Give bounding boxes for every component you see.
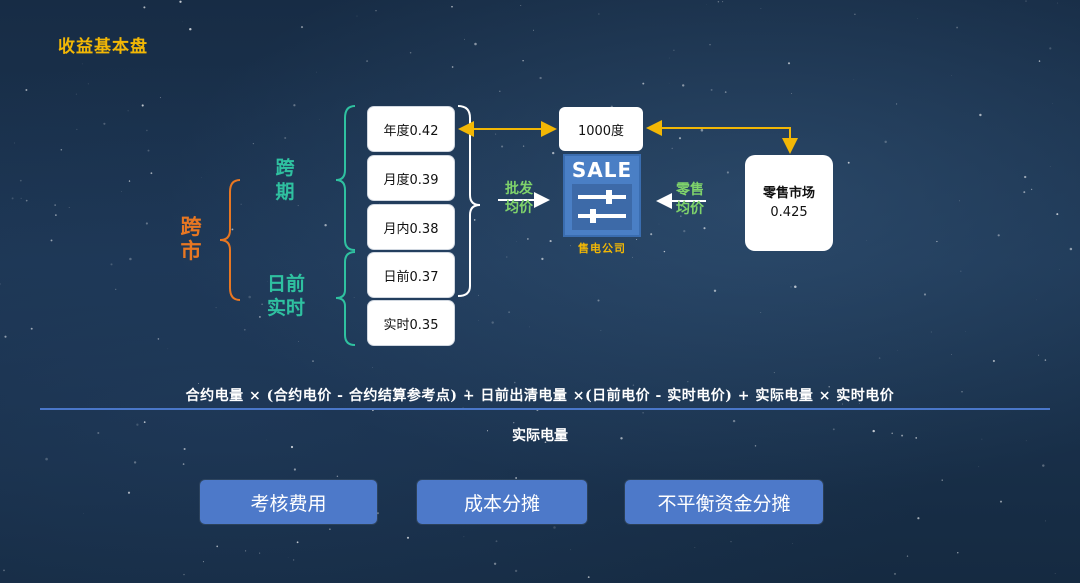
price-monthly-label: 月度0.39	[383, 172, 439, 188]
retail-market-box: 零售市场 0.425	[745, 155, 833, 251]
retail-label-line1: 零售	[676, 182, 704, 198]
price-box-intramonth: 月内0.38	[368, 205, 454, 249]
price-box-annual: 年度0.42	[368, 107, 454, 151]
assessment-fee-label: 考核费用	[250, 492, 327, 515]
page-title: 收益基本盘	[58, 37, 148, 57]
imbalance-fund-allocation-button[interactable]: 不平衡资金分摊	[625, 480, 823, 524]
cost-allocation-label: 成本分摊	[463, 492, 540, 515]
brace-prices-right	[457, 105, 481, 297]
wholesale-label-line2: 均价	[505, 200, 533, 216]
cost-allocation-button[interactable]: 成本分摊	[417, 480, 587, 524]
brace-dayahead-realtime	[335, 251, 356, 346]
retailer-company-label: 售电公司	[578, 242, 626, 255]
category-cross-period-char-2: 期	[275, 181, 295, 203]
category-cross-market: 跨 市	[176, 215, 206, 263]
category-dayahead-label: 日前	[266, 273, 305, 295]
formula-denominator: 实际电量	[512, 428, 568, 444]
category-cross-market-char-2: 市	[180, 239, 202, 263]
assessment-fee-button[interactable]: 考核费用	[200, 480, 377, 524]
retail-avg-label: 零售 均价	[670, 181, 710, 219]
quantity-box: 1000度	[559, 107, 643, 151]
category-realtime-label: 实时	[266, 297, 305, 319]
price-dayahead-label: 日前0.37	[383, 269, 439, 285]
price-box-monthly: 月度0.39	[368, 156, 454, 200]
price-realtime-label: 实时0.35	[383, 317, 439, 333]
category-cross-period: 跨 期	[268, 156, 302, 204]
price-box-realtime: 实时0.35	[368, 301, 454, 345]
price-intramonth-label: 月内0.38	[383, 221, 439, 237]
retail-market-name: 零售市场	[762, 186, 815, 201]
category-dayahead-realtime: 日前 实时	[258, 272, 314, 320]
category-cross-period-char-1: 跨	[275, 157, 295, 179]
retail-label-line2: 均价	[676, 201, 704, 217]
retail-market-price: 0.425	[770, 205, 808, 220]
price-annual-label: 年度0.42	[383, 123, 439, 139]
formula-numerator: 合约电量 × (合约电价 - 合约结算参考点) + 日前出清电量 ×(日前电价 …	[185, 388, 895, 404]
price-box-dayahead: 日前0.37	[368, 253, 454, 297]
quantity-label: 1000度	[577, 123, 625, 139]
formula-fraction-line	[40, 408, 1050, 410]
sliders-icon	[572, 184, 632, 230]
wholesale-label-line1: 批发	[505, 181, 533, 197]
imbalance-fund-allocation-label: 不平衡资金分摊	[657, 492, 791, 515]
link-quantity-to-retail	[646, 120, 798, 154]
wholesale-avg-label: 批发 均价	[499, 180, 539, 218]
brace-cross-period	[335, 105, 356, 251]
sale-icon-text: SALE	[571, 158, 633, 182]
sale-icon: SALE	[563, 154, 641, 237]
sliders-icon-graphic	[578, 190, 626, 223]
category-cross-market-char-1: 跨	[180, 215, 202, 239]
brace-cross-market	[219, 179, 241, 301]
